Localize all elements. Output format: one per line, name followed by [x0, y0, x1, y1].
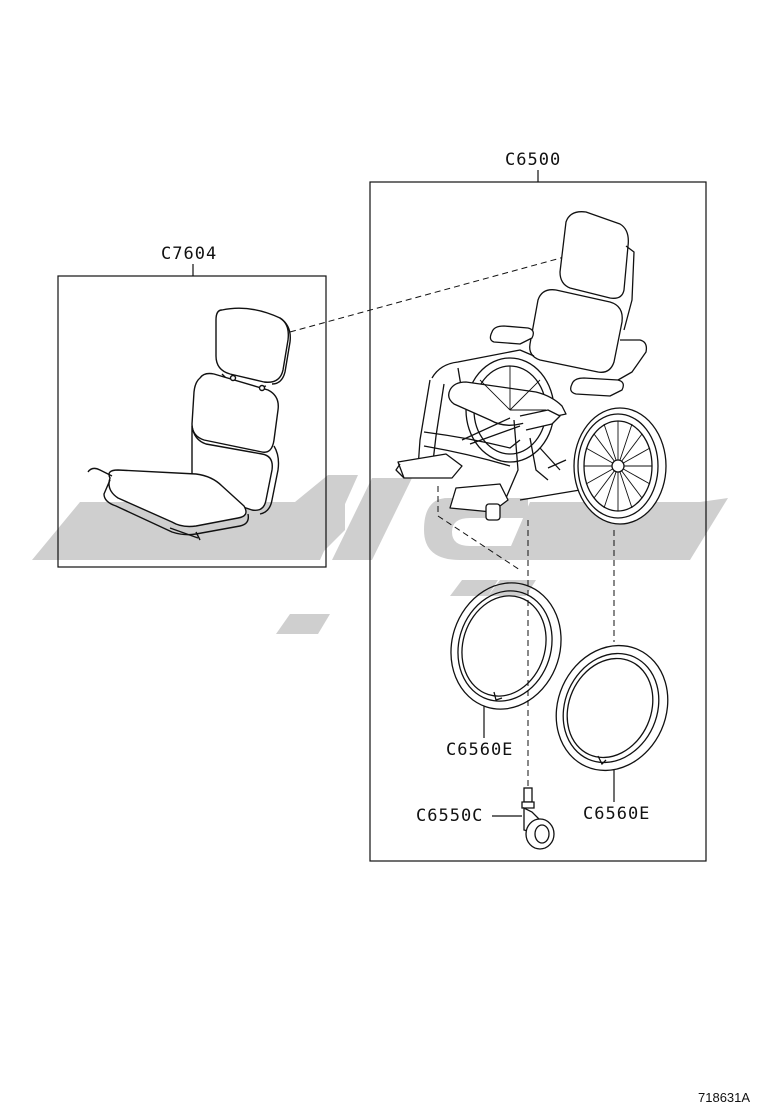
tire-right-label: C6560E [583, 804, 651, 824]
wheelchair-drawing [395, 211, 667, 525]
seat-group-label: C7604 [161, 244, 218, 264]
caster-label: C6550C [416, 806, 484, 826]
tire-left-label: C6560E [446, 740, 514, 760]
headrest-link-line [289, 255, 569, 333]
figure-number: 718631A [698, 1090, 751, 1105]
seat-cushion-drawing [87, 307, 291, 541]
seat-group-box [57, 275, 327, 568]
assembly-lines [437, 486, 615, 790]
tire-right-drawing [555, 644, 669, 772]
tire-left-drawing [450, 582, 562, 710]
caster-drawing [521, 787, 555, 850]
wheelchair-group-label: C6500 [505, 150, 562, 170]
